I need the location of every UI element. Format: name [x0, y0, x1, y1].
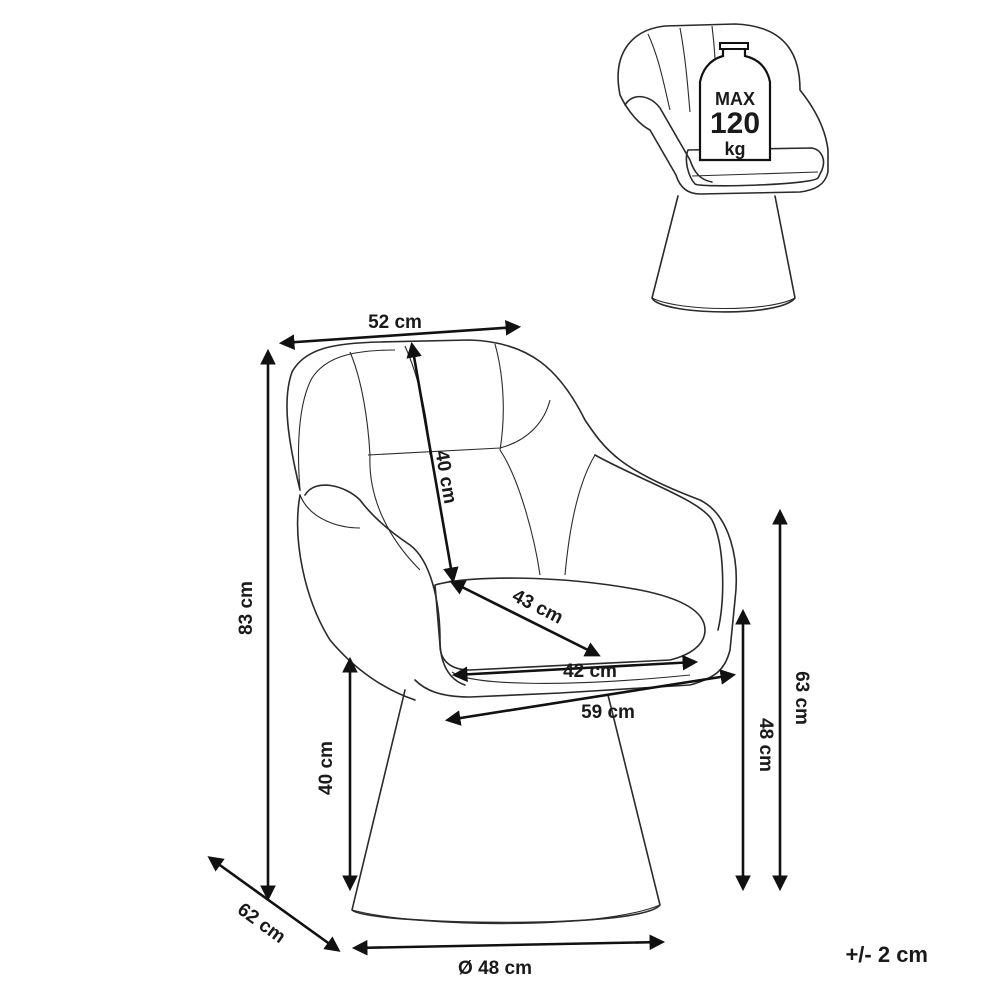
total-height-label: 83 cm: [236, 581, 257, 635]
base-diameter-label: Ø 48 cm: [458, 958, 532, 979]
thumbnail-chair: MAX 120 kg: [617, 23, 829, 313]
back-width-label: 52 cm: [368, 312, 422, 333]
seat-height-label: 40 cm: [316, 741, 337, 795]
max-label: MAX: [715, 89, 755, 109]
backrest-height-dimension: [406, 341, 459, 584]
tolerance-note: +/- 2 cm: [845, 942, 928, 967]
arm-top-height-label: 63 cm: [791, 671, 812, 725]
armrest-height-label: 48 cm: [755, 718, 776, 772]
weight-bottle-icon: [698, 42, 772, 162]
back-width-dimension: [278, 320, 522, 350]
depth-label: 62 cm: [233, 899, 289, 948]
total-width-dimension: [444, 669, 737, 726]
seat-depth-label: 43 cm: [509, 586, 567, 629]
max-load-unit: kg: [724, 139, 745, 159]
backrest-height-label: 40 cm: [430, 449, 460, 506]
total-width-label: 59 cm: [581, 702, 635, 723]
depth-dimension: [207, 856, 341, 952]
seat-width-label: 42 cm: [563, 661, 617, 682]
dimension-lines: 52 cm 40 cm 43 cm 42 cm 59 cm 83 cm 40 c…: [207, 312, 812, 979]
main-chair: [286, 339, 738, 925]
base-diameter-dimension: [351, 934, 666, 956]
seat-depth-dimension: [449, 580, 601, 657]
max-load-value: 120: [710, 107, 760, 140]
